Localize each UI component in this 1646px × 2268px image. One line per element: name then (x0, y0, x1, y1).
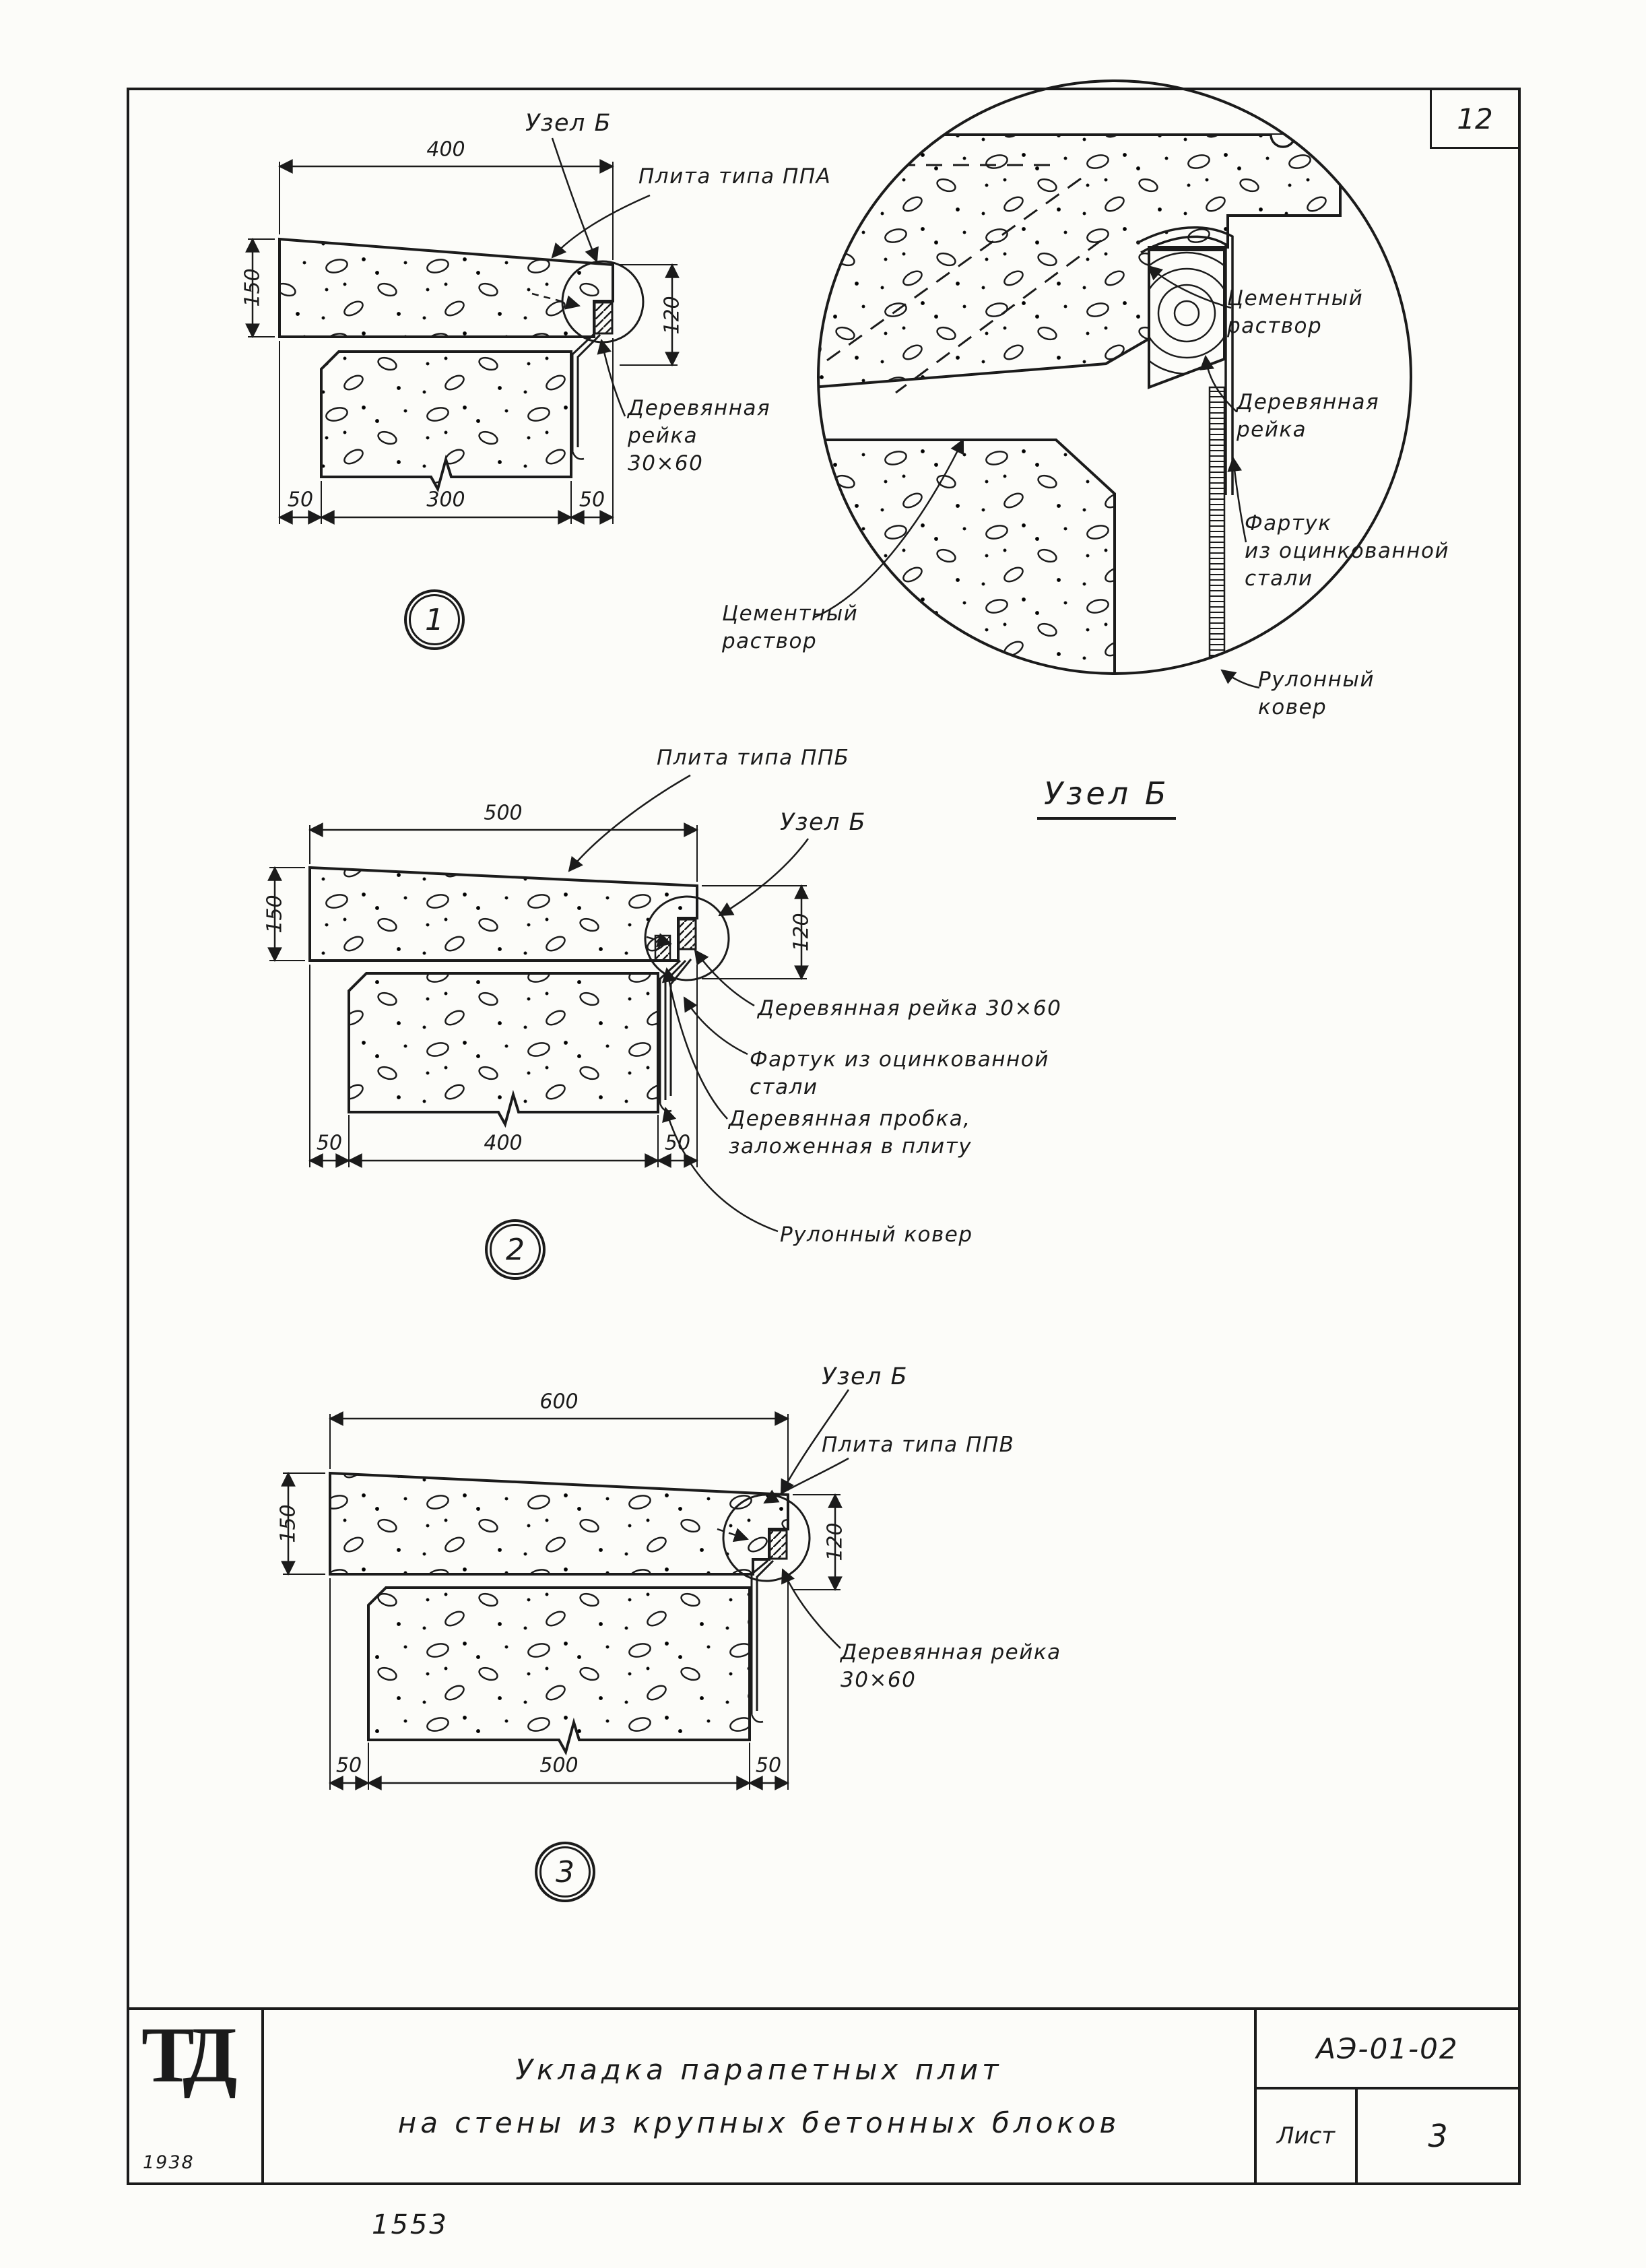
nodeb-roll-label: Рулонный ковер (1258, 668, 1375, 719)
d3-dim-b1: 50 (335, 1753, 362, 1778)
d2-dim-top: 500 (484, 801, 523, 825)
d2-slab-type-label: Плита типа ППБ (657, 746, 850, 770)
d1-slab-type-label: Плита типа ППА (638, 164, 832, 189)
d2-leader-lines (569, 774, 810, 1233)
d3-dim-right: 120 (823, 1522, 847, 1561)
detail-1: Узел Б Плита типа ППА Деревянная рейка 3… (216, 101, 943, 674)
d1-dimension-lines (248, 162, 678, 524)
d3-wall-block (367, 1586, 751, 1756)
d1-dim-left: 150 (240, 268, 265, 307)
nodeb-batten-label: Деревянная рейка (1237, 390, 1380, 442)
sheet-row: Лист 3 (1257, 2089, 1518, 2182)
d1-leader-lines (531, 137, 651, 417)
d2-number-badge: 2 (485, 1219, 546, 1280)
title-block: ТД 1938 Укладка парапетных плит на стены… (129, 2007, 1518, 2182)
nodeb-leader-lines (813, 266, 1260, 689)
d2-batten-label: Деревянная рейка 30×60 (758, 996, 1062, 1020)
archive-number: 1553 (372, 2209, 449, 2240)
d2-wood-batten (678, 918, 697, 950)
d2-parapet-slab (308, 866, 698, 962)
title-block-right-cell: АЭ-01-02 Лист 3 (1257, 2010, 1518, 2182)
nodeb-batten (1148, 249, 1226, 389)
d1-wall-block (320, 350, 572, 493)
d2-dim-b2: 400 (484, 1131, 523, 1155)
node-b-enlarged: Цементный раствор Деревянная рейка Фарту… (673, 71, 1522, 832)
d3-apron-membrane (750, 1559, 775, 1723)
nodeb-roll-membrane (1208, 386, 1226, 674)
d2-apron-label: Фартук из оцинкованной стали (750, 1047, 1049, 1099)
nodeb-apron-label: Фартук из оцинкованной стали (1245, 511, 1450, 591)
nodeb-cement-top-label: Цементный раствор (1227, 286, 1364, 338)
d1-dim-b2: 300 (426, 488, 465, 512)
d2-roll-label: Рулонный ковер (780, 1223, 973, 1247)
node-b-title: Узел Б (1037, 775, 1177, 820)
document-code: АЭ-01-02 (1257, 2010, 1518, 2089)
d2-dim-b3: 50 (664, 1131, 691, 1155)
sheet-frame: 12 ТД 1938 Укладка парапетных плит на ст… (127, 88, 1521, 2185)
page-number-box: 12 (1430, 90, 1518, 149)
detail-2-linework (216, 774, 810, 1233)
nodeb-membrane-curl (1208, 673, 1230, 674)
detail-1-linework (216, 137, 943, 674)
d1-dim-b3: 50 (579, 488, 605, 512)
d3-dim-b3: 50 (755, 1753, 782, 1778)
d3-dim-b2: 500 (539, 1753, 579, 1778)
detail-3-linework (216, 1389, 850, 1964)
nodeb-wall (818, 439, 1116, 674)
d1-node-ref-label: Узел Б (525, 110, 612, 137)
nodeb-cement-left-label: Цементный раствор (722, 602, 859, 653)
d2-apron-membrane (659, 959, 692, 1112)
d3-wood-batten (768, 1529, 788, 1560)
publisher-year: 1938 (143, 2152, 195, 2173)
publisher-logo: ТД (141, 2011, 238, 2099)
d2-node-ref-label: Узел Б (780, 809, 866, 836)
nodeb-apron (1136, 226, 1234, 495)
d2-node-marker-circle (644, 895, 730, 981)
detail-2: Плита типа ППБ Узел Б Деревянная рейка 3… (216, 736, 1111, 1329)
d2-wall-block (348, 972, 659, 1128)
d2-plug-label: Деревянная пробка, заложенная в плиту (729, 1107, 973, 1159)
d1-wood-batten (593, 301, 614, 335)
d2-dim-b1: 50 (316, 1131, 343, 1155)
d3-number-badge: 3 (535, 1842, 595, 1902)
node-b-circle-outline (817, 79, 1412, 675)
d3-batten-label: Деревянная рейка 30×60 (841, 1640, 1061, 1692)
title-block-title-cell: Укладка парапетных плит на стены из круп… (264, 2010, 1257, 2182)
d3-node-ref-label: Узел Б (822, 1363, 908, 1390)
sheet-number: 3 (1428, 2118, 1448, 2154)
d2-dim-left: 150 (263, 895, 287, 934)
drawing-title-line1: Укладка парапетных плит (515, 2053, 1003, 2086)
d2-wood-plug (654, 934, 671, 962)
d1-dim-b1: 50 (287, 488, 314, 512)
d1-dim-top: 400 (426, 137, 465, 162)
drawing-title-line2: на стены из крупных бетонных блоков (397, 2106, 1121, 2139)
d3-leader-lines (717, 1389, 850, 1649)
d2-dim-right: 120 (789, 913, 814, 952)
d1-apron-membrane (571, 332, 601, 460)
d3-parapet-slab (329, 1471, 789, 1576)
nodeb-slab (818, 133, 1342, 389)
d1-batten-label: Деревянная рейка 30×60 (628, 396, 771, 476)
d3-dim-left: 150 (276, 1504, 300, 1543)
d1-number-badge: 1 (404, 589, 465, 650)
d1-parapet-slab (278, 237, 614, 338)
d3-slab-type-label: Плита типа ППВ (822, 1433, 1015, 1457)
detail-3: Узел Б Плита типа ППВ Деревянная рейка 3… (216, 1337, 1131, 1964)
sheet-label: Лист (1257, 2089, 1358, 2182)
page-number: 12 (1457, 102, 1493, 135)
node-b-linework (813, 79, 1412, 689)
d3-dim-top: 600 (539, 1390, 579, 1414)
d3-dimension-lines (283, 1414, 841, 1790)
title-block-logo-cell: ТД 1938 (129, 2010, 264, 2182)
d2-dimension-lines (269, 825, 807, 1167)
